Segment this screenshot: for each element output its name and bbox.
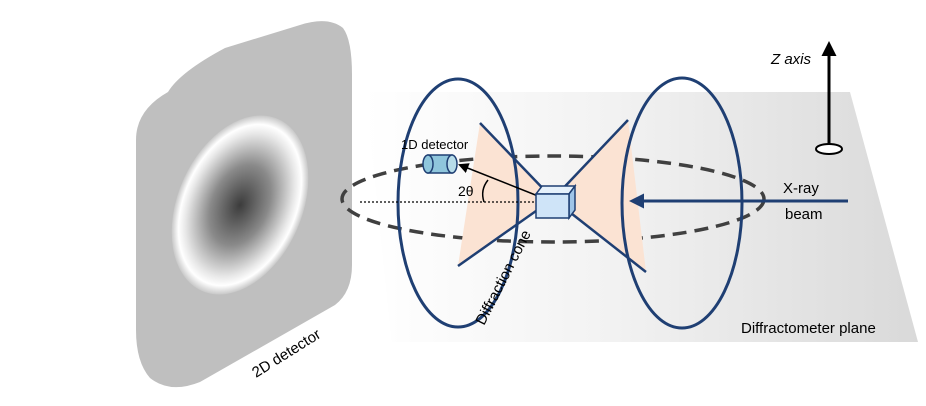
diffractometer-circle bbox=[340, 154, 766, 244]
label-two-theta: 2θ bbox=[458, 183, 474, 199]
scattered-ray bbox=[458, 163, 544, 199]
z-axis-indicator bbox=[815, 41, 843, 155]
1d-detector bbox=[422, 154, 458, 174]
label-beam: beam bbox=[785, 206, 823, 223]
sample-crystal bbox=[534, 183, 577, 221]
cone-ellipse-right bbox=[620, 76, 744, 330]
diffraction-ring-pattern bbox=[171, 115, 309, 295]
diffraction-cone-left bbox=[458, 123, 553, 266]
cone-ellipse-left bbox=[396, 77, 520, 329]
label-1d-detector: 1D detector bbox=[401, 137, 469, 152]
label-xray: X-ray bbox=[783, 180, 819, 197]
diffractometer-plane bbox=[365, 92, 918, 342]
two-theta-arc bbox=[481, 179, 489, 203]
label-diffractometer-plane: Diffractometer plane bbox=[741, 320, 876, 337]
label-z-axis: Z axis bbox=[770, 51, 812, 68]
